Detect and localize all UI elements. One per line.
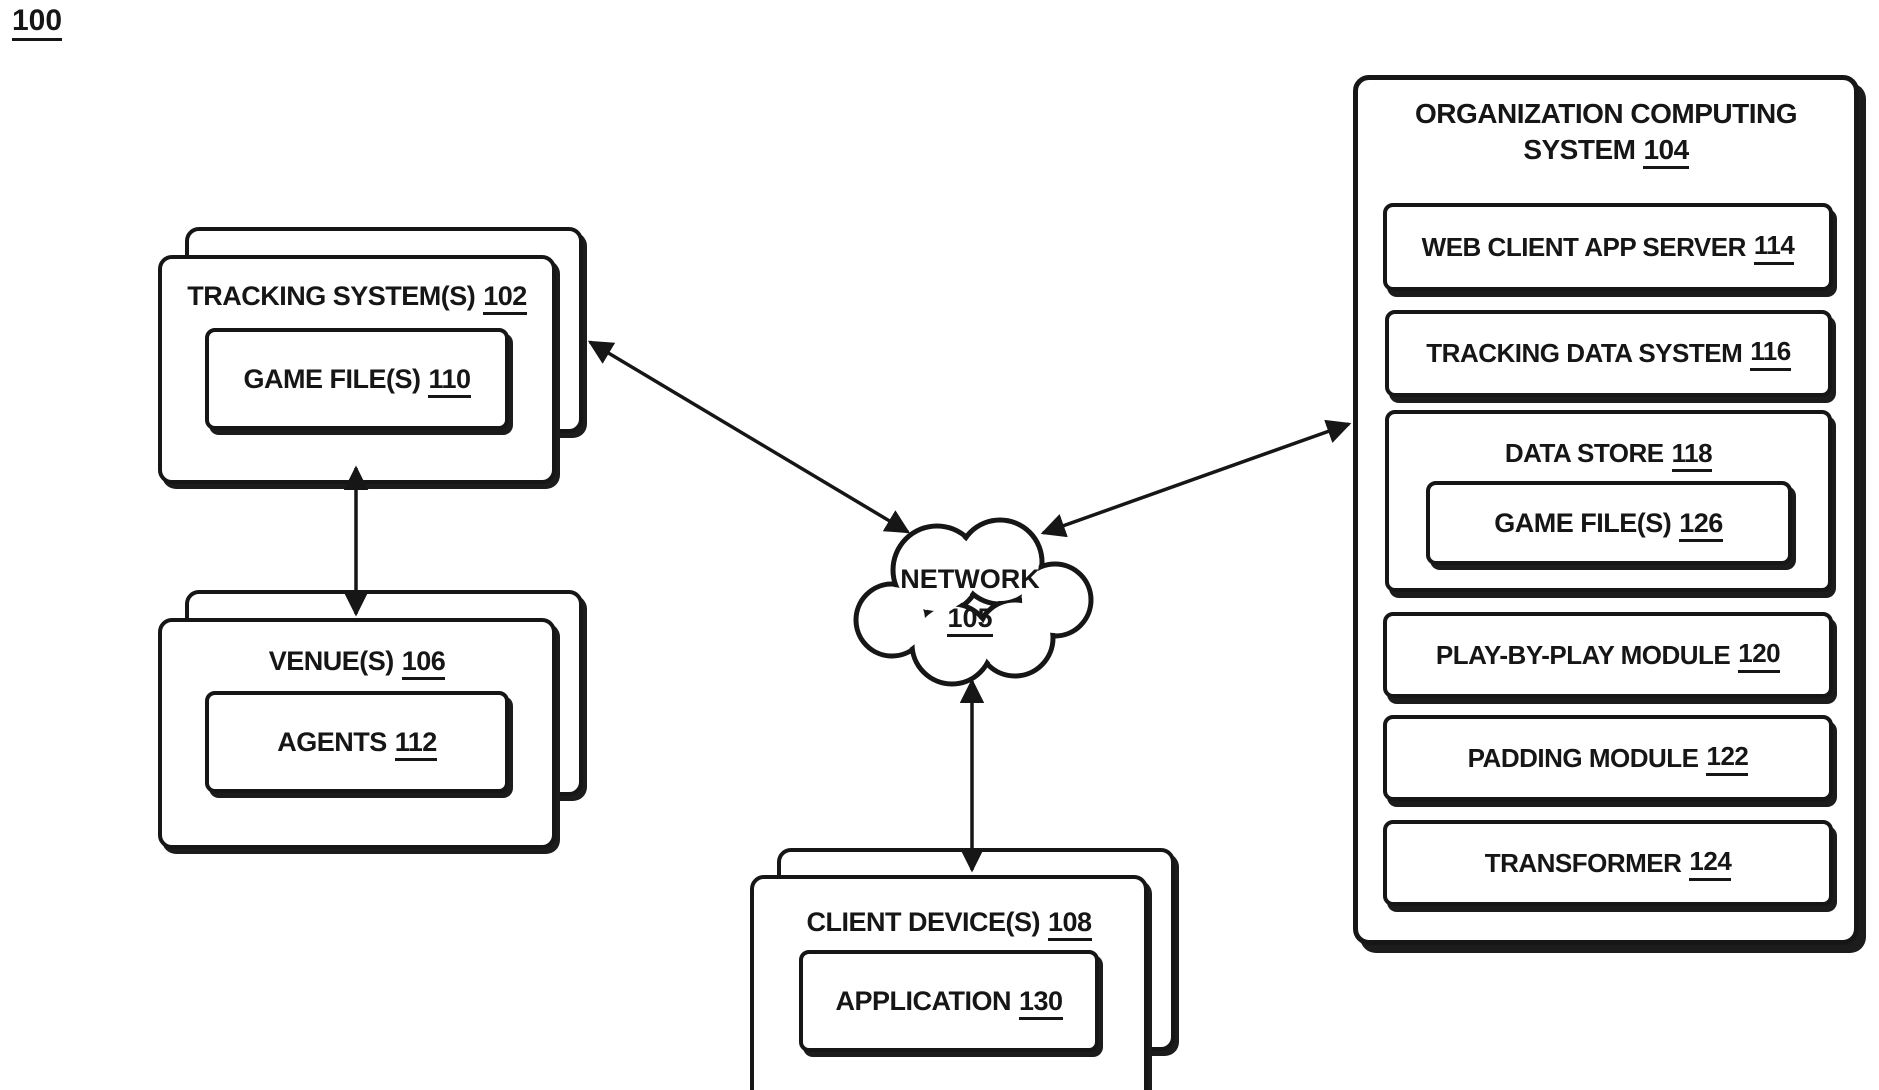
web-client-app-server-ref: 114 [1753, 230, 1795, 265]
venues-label: VENUE(S)106 [162, 646, 552, 680]
tracking-system-label: TRACKING SYSTEM(S)102 [162, 281, 552, 315]
network-ref: 105 [947, 603, 993, 638]
figure-number-text: 100 [12, 4, 63, 41]
game-files-110-box: GAME FILE(S)110 [205, 328, 509, 430]
game-files-110-label: GAME FILE(S)110 [243, 363, 471, 398]
figure-number: 100 [12, 4, 63, 41]
network-ref-line: 105 [880, 599, 1060, 638]
transformer-ref: 124 [1689, 846, 1732, 881]
tracking-system-node: TRACKING SYSTEM(S)102 GAME FILE(S)110 [158, 227, 598, 484]
data-store-ref: 118 [1671, 438, 1713, 472]
tracking-system-ref: 102 [483, 281, 527, 315]
tracking-data-system-ref: 116 [1750, 336, 1791, 371]
venues-ref: 106 [401, 646, 446, 680]
game-files-126-ref: 126 [1679, 507, 1723, 542]
application-130-ref: 130 [1018, 985, 1063, 1020]
arrow-organization-network [1040, 419, 1352, 538]
agents-112-ref: 112 [394, 726, 437, 761]
client-devices-label: CLIENT DEVICE(S)108 [754, 907, 1144, 941]
padding-module-ref: 122 [1706, 741, 1749, 776]
game-files-110-ref: 110 [428, 363, 471, 398]
organization-title-line1: ORGANIZATION COMPUTING [1414, 98, 1798, 129]
client-devices-ref: 108 [1047, 907, 1092, 941]
arrow-tracking-network [587, 340, 911, 534]
organization-ref: 104 [1643, 134, 1689, 170]
game-files-126-label: GAME FILE(S)126 [1494, 507, 1723, 542]
play-by-play-module-ref: 120 [1738, 638, 1781, 673]
game-files-126-box: GAME FILE(S)126 [1425, 481, 1792, 565]
tracking-system-front-card: TRACKING SYSTEM(S)102 GAME FILE(S)110 [158, 255, 556, 484]
network-label: NETWORK [900, 564, 1040, 594]
network-label-group: NETWORK 105 [880, 560, 1060, 638]
